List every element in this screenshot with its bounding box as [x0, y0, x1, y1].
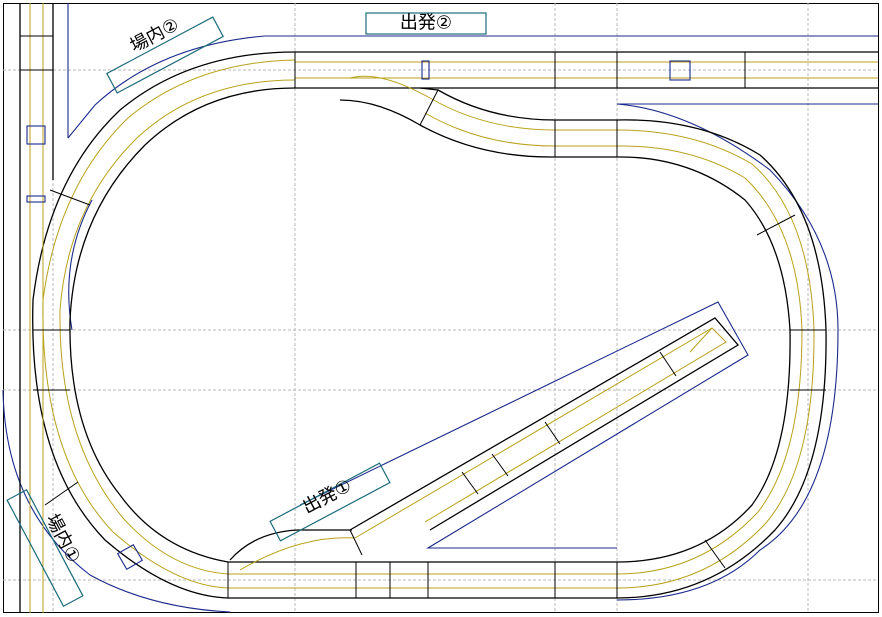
marker-square	[116, 543, 144, 571]
marker-bar	[421, 60, 430, 80]
label-box	[6, 489, 84, 607]
marker-bar	[26, 195, 46, 203]
label-box	[269, 462, 391, 542]
label-yard-2: 場内②	[106, 14, 224, 94]
separator	[756, 214, 796, 236]
separator	[544, 421, 561, 445]
outer-loop-inner-edge-right	[339, 99, 791, 563]
outline-left-bottom-arc	[2, 389, 231, 613]
markers	[26, 60, 691, 571]
label-box	[365, 12, 487, 35]
separator	[659, 351, 677, 377]
separator	[349, 529, 363, 556]
outline-top-arc	[67, 35, 878, 139]
label-text: 出発①	[299, 475, 355, 518]
separator	[491, 453, 509, 477]
track-roadbed	[19, 3, 878, 613]
rail-diagonal-end	[689, 327, 713, 353]
separator	[49, 189, 91, 206]
diagonal-siding-connector	[229, 529, 352, 561]
rails	[29, 3, 878, 613]
label-text: 出発②	[400, 13, 452, 34]
marker-square	[669, 60, 691, 81]
grid	[3, 3, 878, 613]
rail-diagonal-connector	[239, 537, 356, 571]
label-depart-2: 出発②	[365, 12, 487, 35]
separator	[44, 481, 79, 506]
outer-loop-inner-edge-left	[69, 87, 355, 563]
outer-loop-outer-edge	[32, 51, 827, 599]
outline-siding	[299, 301, 749, 549]
separator	[461, 471, 479, 495]
outline-inner-left	[68, 199, 93, 331]
label-box	[106, 16, 224, 94]
base-outline	[2, 3, 878, 613]
rail-diagonal	[354, 327, 727, 539]
rail-outer-b	[59, 79, 803, 575]
section-separators	[20, 35, 826, 598]
separator	[704, 539, 726, 569]
rail-turnout-top	[349, 75, 431, 99]
rail-outer-a	[42, 59, 815, 589]
diagonal-siding	[349, 317, 739, 531]
marker-square	[26, 125, 46, 145]
label-text: 場内②	[127, 14, 183, 57]
separator	[419, 89, 439, 126]
frame-border	[3, 3, 879, 613]
label-text: 場内①	[41, 511, 84, 567]
outline-right-arc	[616, 103, 839, 601]
